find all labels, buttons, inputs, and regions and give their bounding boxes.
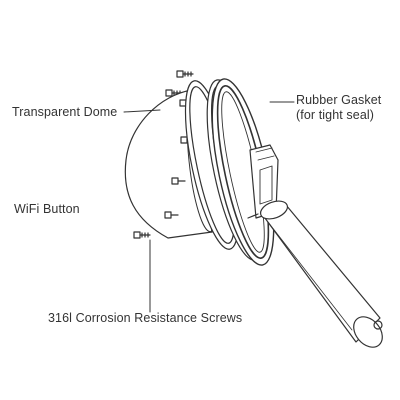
label-wifi-button: WiFi Button: [14, 202, 80, 216]
leader-dome: [123, 109, 161, 113]
label-rubber-gasket-line1: Rubber Gasket: [296, 93, 382, 107]
label-transparent-dome: Transparent Dome: [12, 105, 118, 119]
handle-grip: [247, 200, 383, 348]
camera-housing: [249, 144, 279, 219]
label-rubber-gasket: Rubber Gasket (for tight seal): [296, 93, 381, 123]
label-rubber-gasket-line2: (for tight seal): [296, 108, 375, 122]
leader-lines: [123, 101, 295, 313]
label-screws: 316l Corrosion Resistance Screws: [48, 311, 243, 325]
